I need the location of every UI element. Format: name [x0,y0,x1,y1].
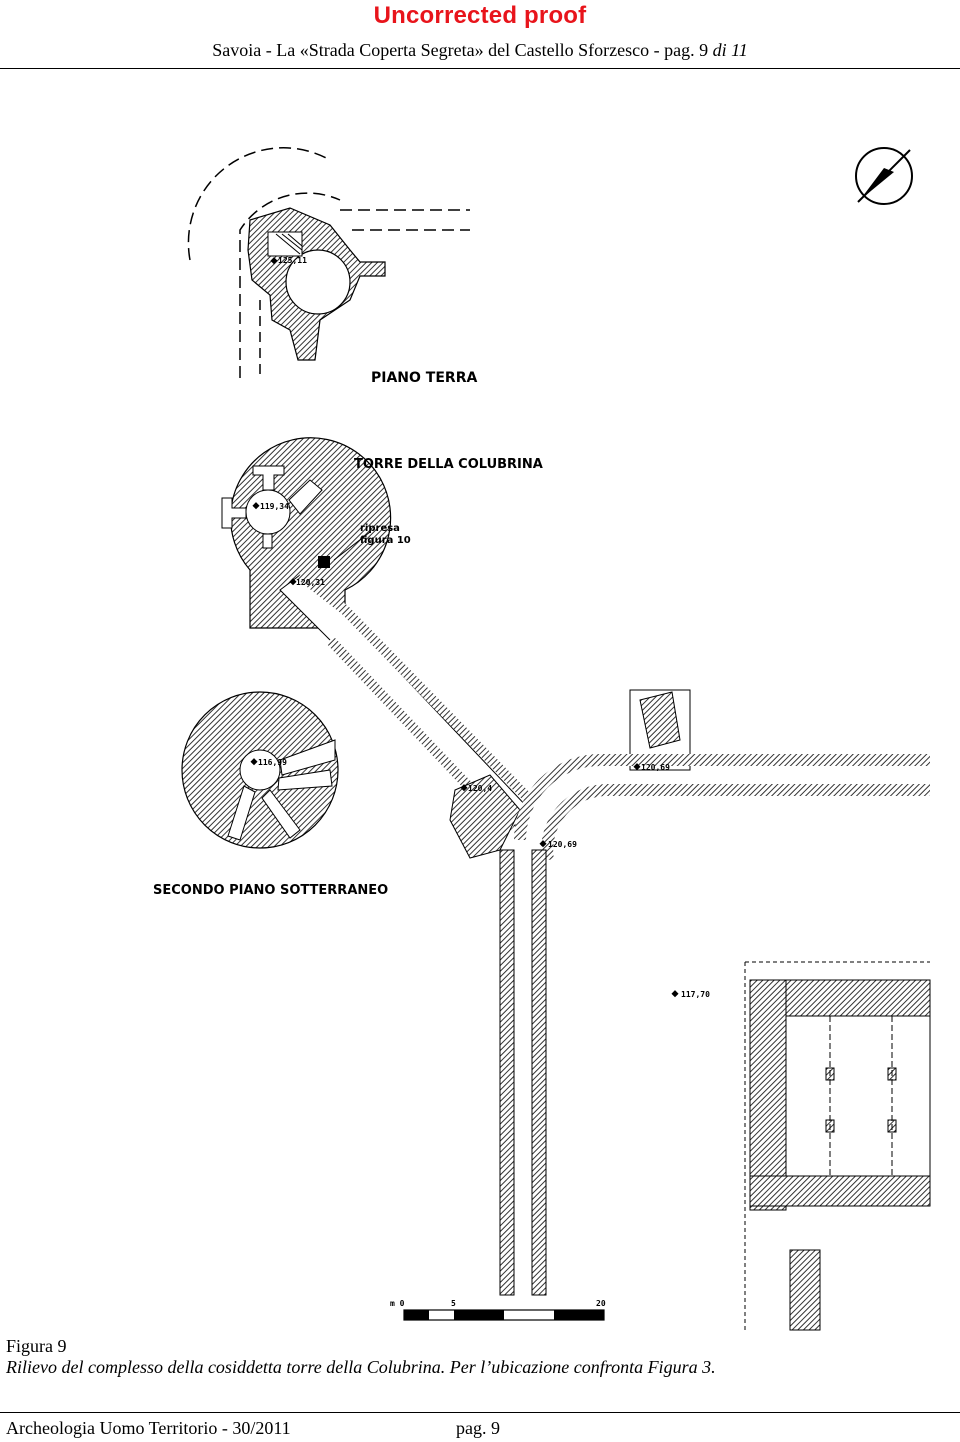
label-torre-colubrina: TORRE DELLA COLUBRINA [354,457,543,472]
scale-start: m 0 [390,1299,405,1308]
running-head-total: di 11 [712,40,748,60]
running-head: Savoia - La «Strada Coperta Segreta» del… [0,40,960,61]
scale-mid: 5 [451,1299,456,1308]
architectural-plan: PIANO TERRA TORRE DELLA COLUBRINA ripres… [153,147,931,1331]
footer-rule [0,1412,960,1413]
elevation-120-4: 120,4 [468,784,492,793]
elevation-120-69-b: 120,69 [548,840,577,849]
piano-terra-plan [187,147,470,378]
scale-bar: m 0 5 20 [390,1299,606,1321]
footer-page-number: pag. 9 [456,1418,500,1438]
label-ripresa: ripresa [360,523,400,534]
elevation-116-99: 116,99 [258,758,287,767]
junction-plan [449,689,691,859]
elevation-120-31: 120,31 [296,578,325,587]
figure-label: Figura 9 [6,1336,67,1356]
north-arrow-icon [855,147,913,205]
label-secondo-piano: SECONDO PIANO SOTTERRANEO [153,883,388,898]
elevation-117-70: 117,70 [681,990,710,999]
horizontal-gallery [514,754,930,861]
footer-journal: Archeologia Uomo Territorio - 30/2011 [6,1418,291,1438]
uncorrected-proof-banner: Uncorrected proof [373,2,587,29]
running-head-page: 9 [699,40,709,60]
label-figura-10: figura 10 [360,535,411,546]
figure-caption: Rilievo del complesso della cosiddetta t… [6,1357,716,1377]
elevation-125-11: 125,11 [278,256,307,265]
label-piano-terra: PIANO TERRA [371,370,477,386]
vertical-gallery [499,849,547,1296]
secondo-piano-plan [181,691,339,849]
building-plan [744,961,931,1331]
elevation-119-34: 119,34 [260,502,289,511]
scale-end: 20 [596,1299,606,1308]
header-rule [0,68,960,69]
running-head-text: Savoia - La «Strada Coperta Segreta» del… [212,40,695,60]
elevation-120-69-a: 120,69 [641,763,670,772]
